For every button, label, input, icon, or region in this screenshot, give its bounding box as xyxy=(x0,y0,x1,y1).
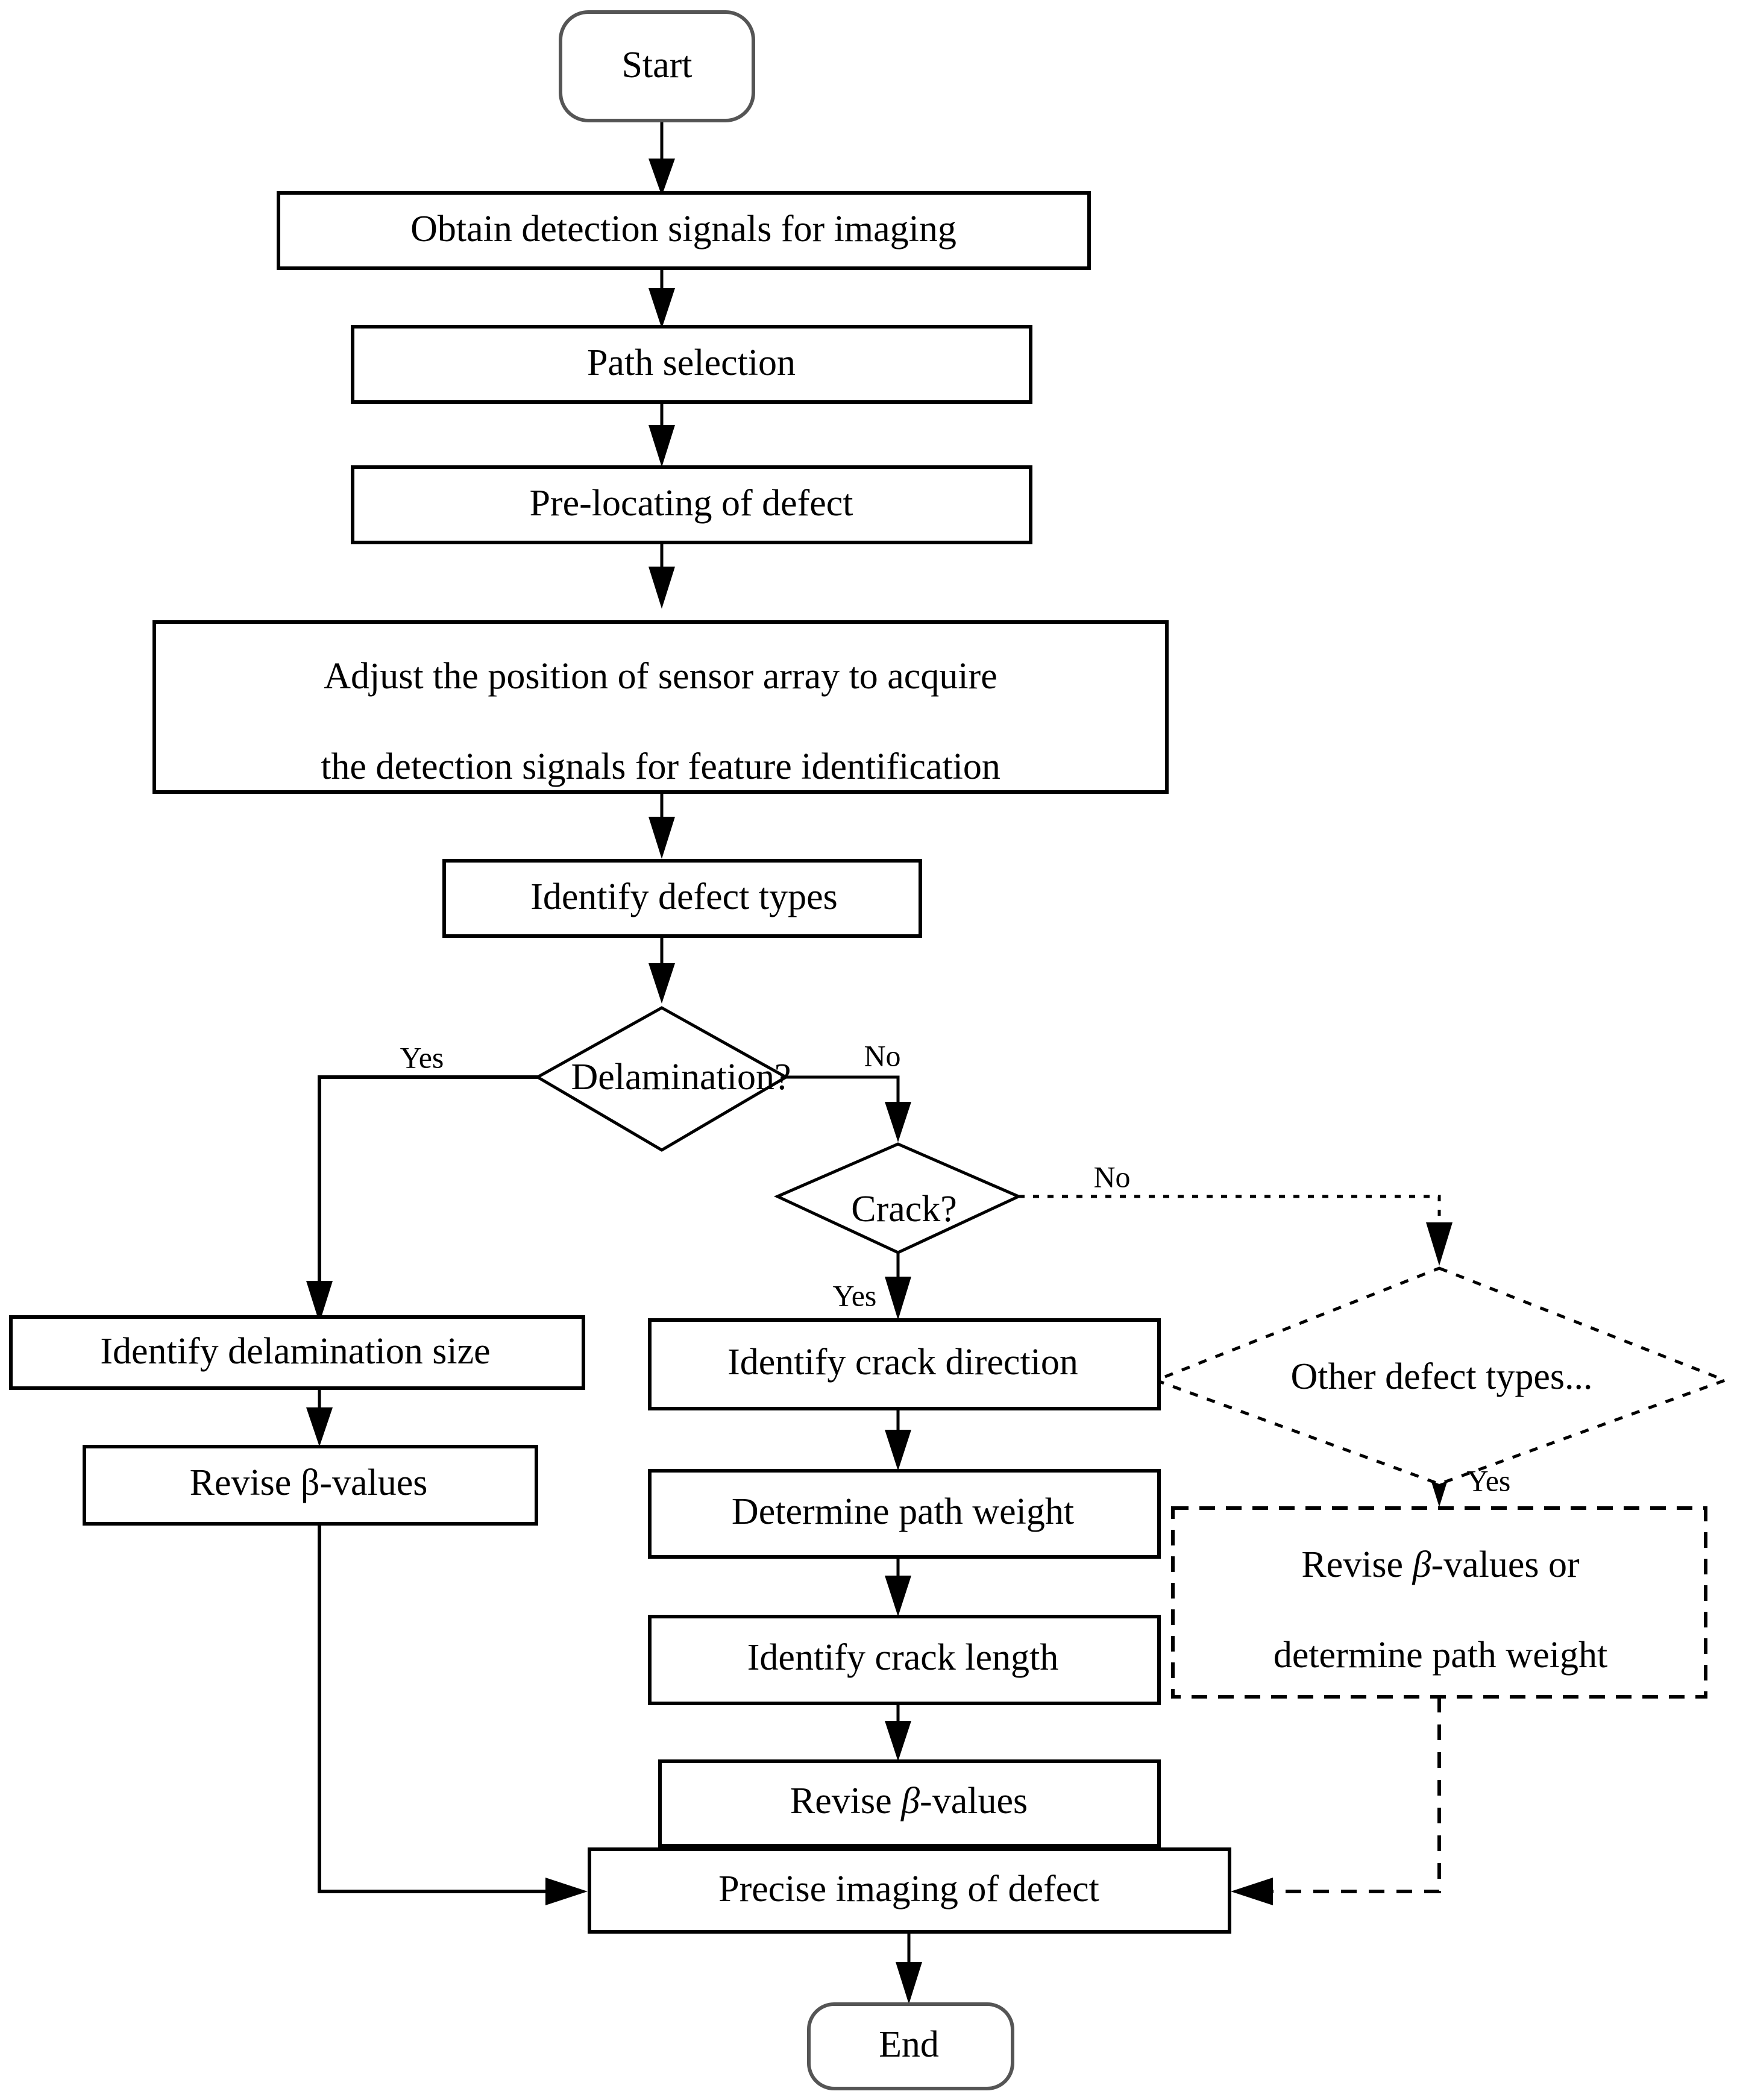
edge-label-crack-yes: Yes xyxy=(833,1278,877,1312)
node-crack-decision-label: Crack? xyxy=(851,1189,957,1230)
node-adjust-position-line1: Adjust the position of sensor array to a… xyxy=(324,656,997,697)
node-revise-or-determine-line2: determine path weight xyxy=(1274,1635,1607,1676)
edge-pre-locating-to-adjust xyxy=(649,542,675,609)
edge-path-weight-to-crack-length xyxy=(885,1557,911,1617)
node-adjust-position[interactable]: Adjust the position of sensor array to a… xyxy=(152,620,1169,794)
revise-beta-mid-pre: Revise xyxy=(790,1781,901,1822)
node-start-label: Start xyxy=(621,45,692,86)
node-path-selection-label: Path selection xyxy=(587,342,796,383)
revise-beta-mid-beta: β xyxy=(900,1781,920,1822)
revise-beta-mid-post: -values xyxy=(920,1781,1028,1822)
edge-start-to-obtain xyxy=(649,121,675,196)
node-determine-path-weight[interactable]: Determine path weight xyxy=(648,1469,1161,1559)
edge-obtain-to-path-selection xyxy=(649,268,675,329)
node-identify-crack-direction-label: Identify crack direction xyxy=(727,1342,1078,1383)
node-identify-delamination-size-label: Identify delamination size xyxy=(100,1331,490,1372)
edge-crack-no xyxy=(1019,1195,1453,1266)
node-end-label: End xyxy=(879,2024,939,2065)
revise-beta-left-beta: β xyxy=(301,1462,320,1503)
node-identify-defect-types[interactable]: Identify defect types xyxy=(442,859,922,938)
revise-or-determine-pre: Revise xyxy=(1301,1544,1412,1585)
node-revise-beta-left-label: Revise β-values xyxy=(190,1462,428,1503)
node-path-selection[interactable]: Path selection xyxy=(351,325,1032,404)
edge-label-delamination-no: No xyxy=(864,1039,900,1072)
node-obtain-signals-label: Obtain detection signals for imaging xyxy=(410,209,956,250)
edge-revise-beta-left-to-precise-imaging xyxy=(318,1523,588,1905)
edge-path-selection-to-pre-locating xyxy=(649,401,675,467)
node-adjust-position-line2: the detection signals for feature identi… xyxy=(321,746,1000,787)
node-revise-or-determine[interactable]: Revise β-values or determine path weight xyxy=(1171,1506,1707,1699)
node-identify-crack-direction[interactable]: Identify crack direction xyxy=(648,1318,1161,1410)
node-crack-decision[interactable]: Crack? xyxy=(773,1142,1023,1254)
edge-crack-direction-to-path-weight xyxy=(885,1409,911,1471)
revise-beta-left-post: -values xyxy=(319,1462,427,1503)
edge-delam-size-to-revise-beta-left xyxy=(306,1388,333,1447)
node-obtain-signals[interactable]: Obtain detection signals for imaging xyxy=(277,191,1091,270)
edge-delamination-no xyxy=(786,1075,911,1142)
node-identify-crack-length-label: Identify crack length xyxy=(747,1637,1058,1678)
edge-crack-yes xyxy=(885,1251,911,1320)
node-end[interactable]: End xyxy=(807,2002,1014,2090)
node-revise-beta-mid[interactable]: Revise β-values xyxy=(658,1759,1161,1847)
node-other-defect-types[interactable]: Other defect types... xyxy=(1151,1266,1730,1486)
revise-or-determine-beta: β xyxy=(1412,1544,1431,1585)
edge-revise-or-determine-to-precise-imaging xyxy=(1231,1697,1441,1905)
node-delamination-decision[interactable]: Delamination? xyxy=(534,1006,791,1152)
node-pre-locating[interactable]: Pre-locating of defect xyxy=(351,465,1032,544)
node-identify-defect-types-label: Identify defect types xyxy=(530,876,838,917)
node-revise-beta-left[interactable]: Revise β-values xyxy=(83,1445,538,1526)
node-revise-or-determine-line1: Revise β-values or xyxy=(1301,1544,1580,1585)
node-start[interactable]: Start xyxy=(559,10,755,122)
node-identify-delamination-size[interactable]: Identify delamination size xyxy=(9,1315,585,1390)
edge-identify-defect-types-to-delamination xyxy=(649,935,675,1004)
edge-label-other-yes: Yes xyxy=(1467,1463,1511,1497)
edge-crack-length-to-revise-beta-mid xyxy=(885,1703,911,1761)
node-pre-locating-label: Pre-locating of defect xyxy=(529,483,853,524)
node-determine-path-weight-label: Determine path weight xyxy=(732,1491,1074,1532)
edge-label-delamination-yes: Yes xyxy=(400,1040,444,1074)
node-other-defect-types-label: Other defect types... xyxy=(1291,1356,1593,1397)
edge-adjust-to-identify-defect-types xyxy=(649,791,675,859)
node-identify-crack-length[interactable]: Identify crack length xyxy=(648,1615,1161,1705)
revise-beta-left-pre: Revise xyxy=(190,1462,301,1503)
revise-or-determine-post: -values or xyxy=(1431,1544,1580,1585)
node-delamination-decision-label: Delamination? xyxy=(571,1057,791,1098)
edge-delamination-yes xyxy=(306,1075,538,1323)
edge-label-crack-no: No xyxy=(1093,1160,1130,1193)
node-precise-imaging-label: Precise imaging of defect xyxy=(718,1869,1099,1910)
edge-precise-imaging-to-end xyxy=(896,1932,922,2004)
node-revise-beta-mid-label: Revise β-values xyxy=(790,1781,1028,1822)
node-precise-imaging[interactable]: Precise imaging of defect xyxy=(588,1847,1231,1934)
